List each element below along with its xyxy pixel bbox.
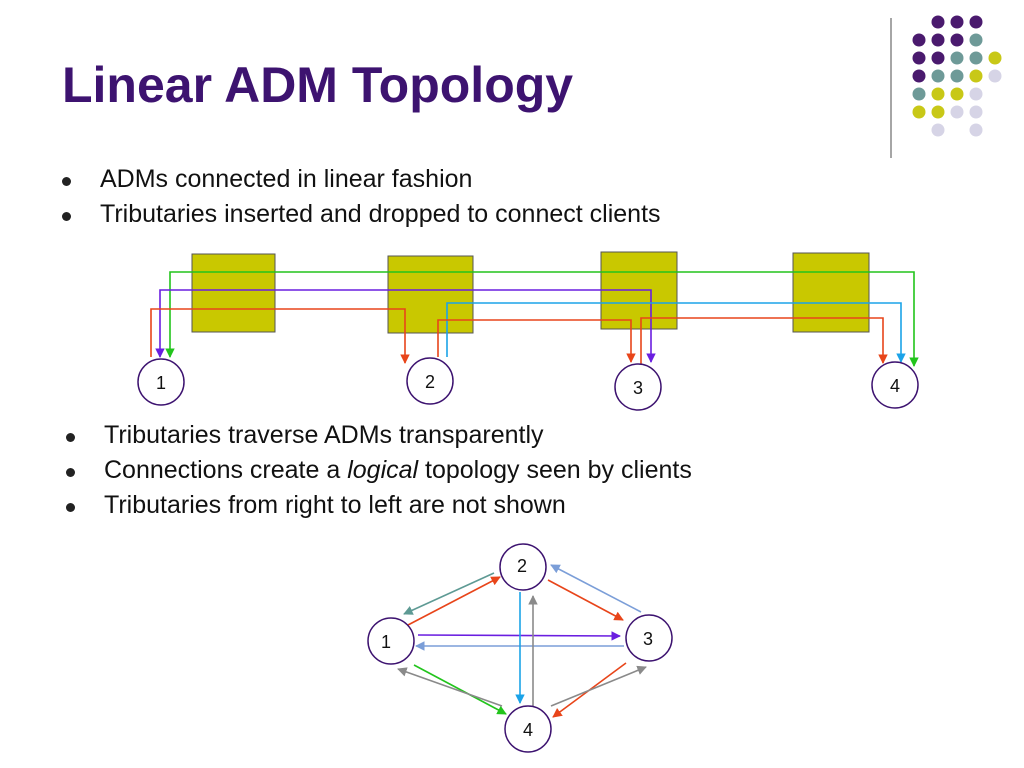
bullet-text: topology seen by clients: [418, 456, 692, 484]
bullet-item: Tributaries inserted and dropped to conn…: [62, 197, 661, 232]
svg-text:2: 2: [425, 372, 435, 392]
decorative-dot: [931, 69, 945, 83]
edge-3-to-2: [550, 564, 642, 613]
decorative-dot: [950, 33, 964, 47]
decorative-dot: [950, 87, 964, 101]
decorative-dot: [931, 51, 945, 65]
decorative-dot: [969, 15, 983, 29]
decorative-dot: [950, 51, 964, 65]
svg-text:4: 4: [523, 720, 533, 740]
decorative-dot: [912, 105, 926, 119]
bullet-item: Connections create a logical topology se…: [66, 453, 692, 488]
adm-box: [792, 252, 870, 333]
top-bullet-list: ADMs connected in linear fashion Tributa…: [62, 162, 661, 232]
decorative-dot: [931, 15, 945, 29]
tributary-2-to-4-blue: [446, 302, 906, 363]
logical-node-3: 3: [625, 614, 673, 662]
bottom-bullet-list: Tributaries traverse ADMs transparently …: [66, 418, 692, 523]
logical-node-2: 2: [499, 543, 547, 591]
edge-4-to-1: [397, 667, 503, 707]
client-node-3: 3: [614, 363, 662, 411]
edge-1-to-3: [417, 631, 621, 641]
decorative-dot: [969, 51, 983, 65]
bullet-item: ADMs connected in linear fashion: [62, 162, 661, 197]
decorative-dot: [931, 87, 945, 101]
edge-4-to-3: [550, 665, 647, 707]
decorative-dot: [950, 15, 964, 29]
tributary-1-to-3: [155, 289, 656, 363]
client-node-4: 4: [871, 361, 919, 409]
decorative-dot: [912, 51, 926, 65]
tributary-1-to-4: [165, 271, 919, 367]
tributary-3-to-4: [640, 317, 888, 366]
decorative-dot: [950, 105, 964, 119]
svg-text:1: 1: [381, 632, 391, 652]
client-node-2: 2: [406, 357, 454, 405]
decorative-dot: [988, 51, 1002, 65]
edge-1-to-4: [413, 664, 507, 715]
bullet-text: Connections create a: [104, 456, 348, 484]
client-node-1: 1: [137, 358, 185, 406]
bullet-item: Tributaries traverse ADMs transparently: [66, 418, 692, 453]
tributary-1-to-2: [150, 308, 410, 364]
edge-1-to-2: [407, 576, 501, 626]
adm-box: [191, 253, 276, 333]
decorative-dot: [969, 69, 983, 83]
edge-2-to-1: [403, 572, 495, 615]
tributary-2-to-3: [437, 319, 636, 363]
decorative-dot: [912, 69, 926, 83]
decorative-dot: [912, 33, 926, 47]
decorative-dot: [988, 69, 1002, 83]
decorative-dot: [950, 69, 964, 83]
decorative-dot: [969, 105, 983, 119]
decorative-dot: [912, 87, 926, 101]
decorative-dot: [969, 33, 983, 47]
svg-text:2: 2: [517, 556, 527, 576]
logical-node-4: 4: [504, 705, 552, 753]
bullet-item: Tributaries from right to left are not s…: [66, 488, 692, 523]
svg-text:1: 1: [156, 373, 166, 393]
svg-text:4: 4: [890, 376, 900, 396]
page-title: Linear ADM Topology: [62, 57, 574, 113]
decorative-dot: [931, 123, 945, 137]
decorative-dot: [931, 33, 945, 47]
decorative-dot: [969, 123, 983, 137]
emphasis-text: logical: [347, 456, 419, 484]
edge-2-to-3: [547, 579, 624, 621]
decorative-dot: [969, 87, 983, 101]
svg-text:3: 3: [633, 378, 643, 398]
logical-node-1: 1: [367, 617, 415, 665]
svg-text:3: 3: [643, 629, 653, 649]
decorative-dot: [931, 105, 945, 119]
